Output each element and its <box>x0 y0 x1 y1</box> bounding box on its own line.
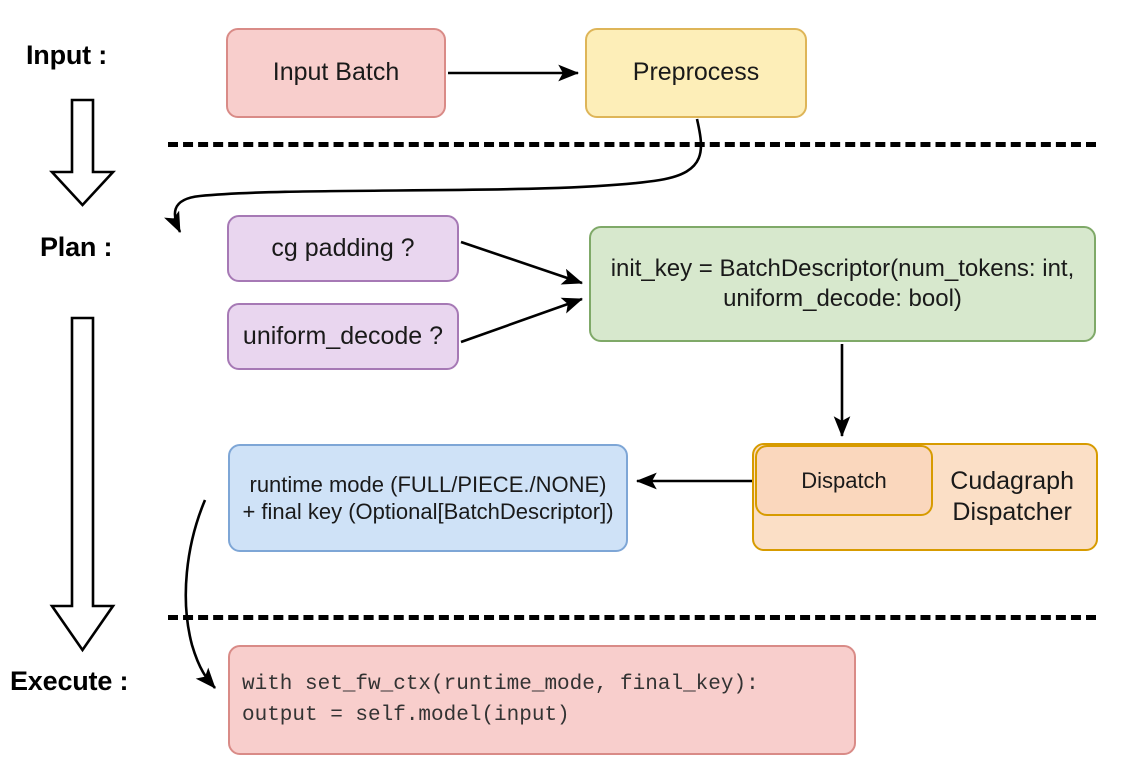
node-cg-padding-label: cg padding ? <box>271 233 415 262</box>
node-execute-code[interactable]: with set_fw_ctx(runtime_mode, final_key)… <box>228 645 856 755</box>
node-input-batch[interactable]: Input Batch <box>226 28 446 118</box>
node-input-batch-label: Input Batch <box>272 58 400 87</box>
edge-cg-padding-to-init-key <box>460 240 583 285</box>
node-dispatch-label: Dispatch <box>801 467 887 493</box>
node-runtime-mode[interactable]: runtime mode (FULL/PIECE./NONE) + final … <box>228 444 628 552</box>
flow-arrow-input-to-plan <box>49 98 116 207</box>
node-execute-code-label: with set_fw_ctx(runtime_mode, final_key)… <box>242 672 759 728</box>
node-preprocess-label: Preprocess <box>632 58 760 87</box>
flow-arrow-plan-to-execute <box>49 316 116 653</box>
node-runtime-mode-label: runtime mode (FULL/PIECE./NONE) + final … <box>242 471 614 525</box>
node-cg-padding[interactable]: cg padding ? <box>227 215 459 282</box>
node-uniform-decode[interactable]: uniform_decode ? <box>227 303 459 370</box>
node-cudagraph-dispatcher-label: Cudagraph Dispatcher <box>950 466 1074 526</box>
node-uniform-decode-label: uniform_decode ? <box>242 321 444 350</box>
node-init-key-label: init_key = BatchDescriptor(num_tokens: i… <box>610 255 1075 312</box>
stage-label-input: Input : <box>26 40 108 70</box>
edge-runtime-mode-to-code <box>184 499 216 689</box>
edge-uniform-decode-to-init-key <box>460 297 583 344</box>
node-dispatch[interactable]: Dispatch <box>755 445 933 516</box>
node-init-key[interactable]: init_key = BatchDescriptor(num_tokens: i… <box>589 226 1096 342</box>
plan-execute-separator <box>168 615 1096 620</box>
node-preprocess[interactable]: Preprocess <box>585 28 807 118</box>
input-plan-separator <box>168 142 1096 147</box>
stage-label-execute: Execute : <box>10 666 129 696</box>
stage-label-plan: Plan : <box>40 232 113 262</box>
